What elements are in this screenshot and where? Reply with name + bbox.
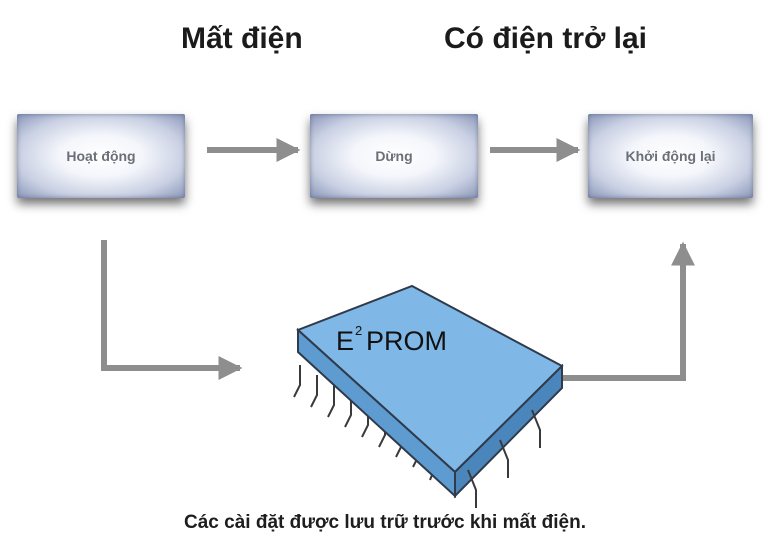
heading-power-loss: Mất điện <box>181 22 303 55</box>
arrow-running-to-eeprom <box>101 240 243 380</box>
state-box-running: Hoạt động <box>17 114 185 198</box>
diagram-caption: Các cài đặt được lưu trữ trước khi mất đ… <box>184 512 586 533</box>
chip-label-superscript: 2 <box>355 323 362 338</box>
chip-label-prefix: E <box>336 326 354 356</box>
chip-label-suffix: PROM <box>366 326 447 356</box>
arrow-eeprom-to-restart <box>553 241 695 381</box>
state-box-restart: Khởi động lại <box>588 114 753 198</box>
state-box-stopped: Dừng <box>310 114 478 198</box>
eeprom-chip-icon: E 2 PROM <box>293 284 564 508</box>
heading-power-restored: Có điện trở lại <box>444 22 648 55</box>
